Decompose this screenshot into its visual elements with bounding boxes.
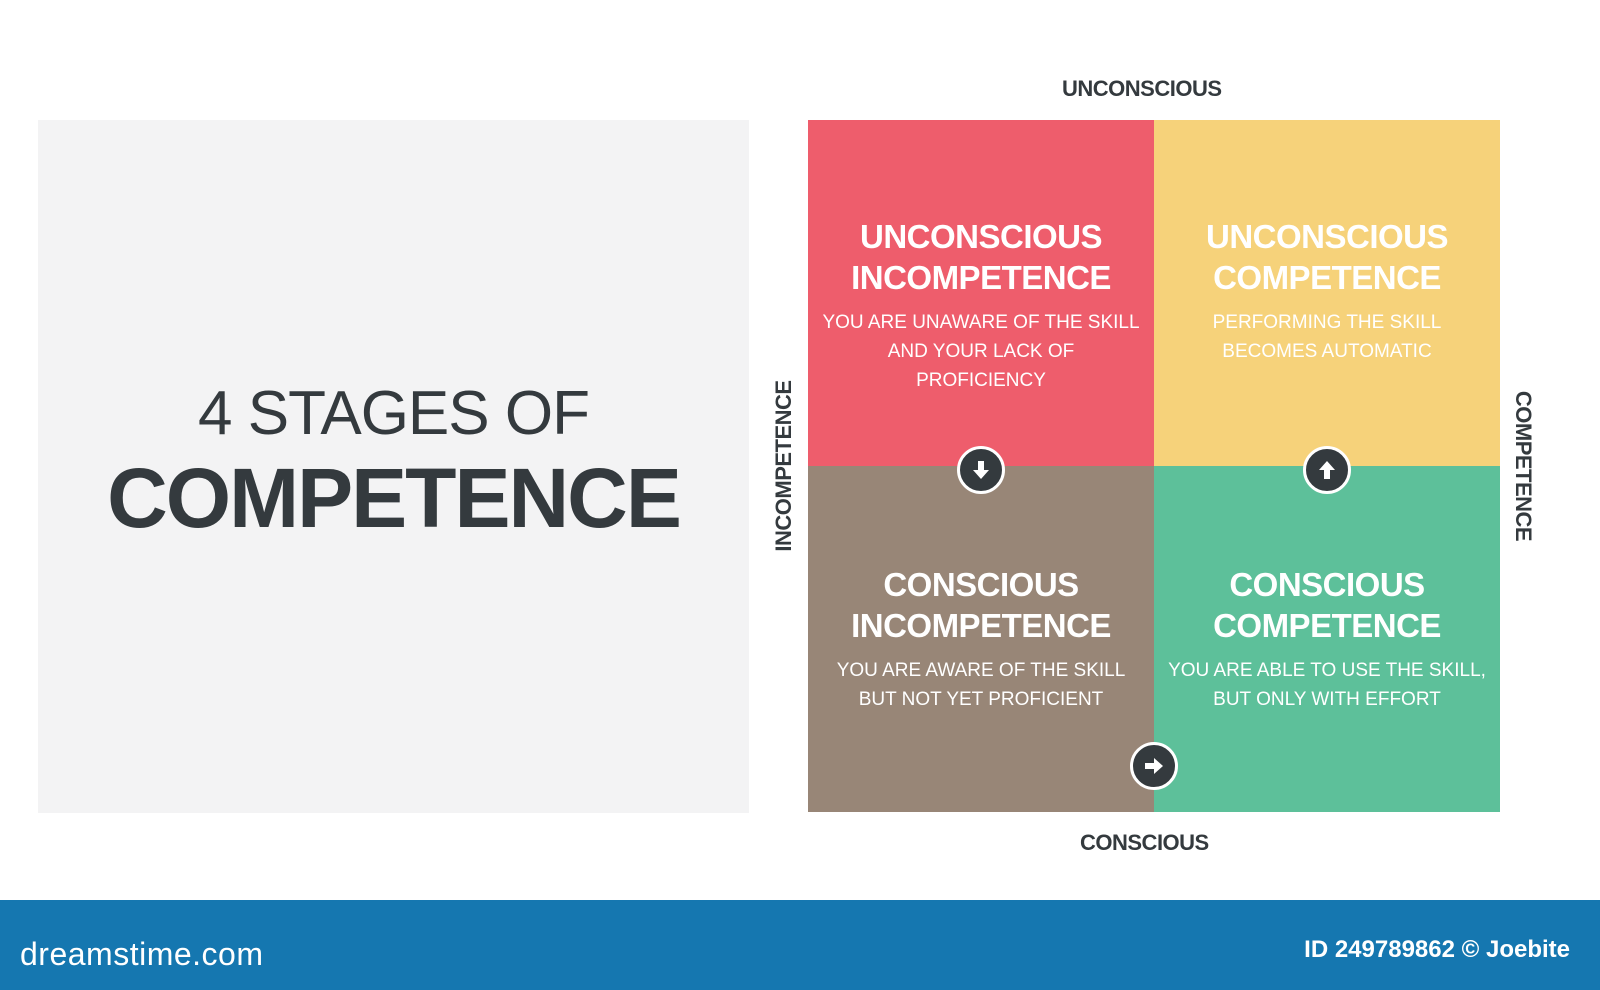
quadrant-title: UNCONSCIOUS INCOMPETENCE <box>851 218 1111 296</box>
quadrant-description: YOU ARE ABLE TO USE THE SKILL, BUT ONLY … <box>1168 660 1486 710</box>
quadrant-conscious-competence: CONSCIOUS COMPETENCE YOU ARE ABLE TO USE… <box>1154 466 1500 812</box>
footer-logo: dreamstime.com <box>20 936 264 972</box>
title-line-2: COMPETENCE <box>107 451 682 545</box>
quadrant-unconscious-incompetence: UNCONSCIOUS INCOMPETENCE YOU ARE UNAWARE… <box>808 120 1154 466</box>
axis-label-right: COMPETENCE <box>1511 390 1536 542</box>
arrow-right-icon <box>1130 742 1178 790</box>
quadrant-description: PERFORMING THE SKILL BECOMES AUTOMATIC <box>1212 312 1442 362</box>
title-line-1: 4 STAGES OF <box>198 379 590 448</box>
quadrant-description: YOU ARE AWARE OF THE SKILL BUT NOT YET P… <box>836 660 1126 710</box>
quadrant-unconscious-competence: UNCONSCIOUS COMPETENCE PERFORMING THE SK… <box>1154 120 1500 466</box>
title-panel: 4 STAGES OF COMPETENCE <box>38 120 749 813</box>
quadrant-description: YOU ARE UNAWARE OF THE SKILL AND YOUR LA… <box>822 312 1140 391</box>
axis-label-left: INCOMPETENCE <box>771 380 796 552</box>
footer-image-id: ID 249789862 © Joebite <box>1304 936 1570 963</box>
quadrant-conscious-incompetence: CONSCIOUS INCOMPETENCE YOU ARE AWARE OF … <box>808 466 1154 812</box>
axis-label-bottom: CONSCIOUS <box>1080 830 1209 855</box>
quadrant-title: CONSCIOUS INCOMPETENCE <box>851 566 1111 644</box>
axis-label-top: UNCONSCIOUS <box>1062 76 1222 101</box>
footer-bar: dreamstime.com ID 249789862 © Joebite <box>0 900 1600 990</box>
arrow-down-icon <box>957 446 1005 494</box>
quadrant-title: CONSCIOUS COMPETENCE <box>1213 566 1441 644</box>
arrow-up-icon <box>1303 446 1351 494</box>
quadrant-title: UNCONSCIOUS COMPETENCE <box>1205 218 1449 296</box>
